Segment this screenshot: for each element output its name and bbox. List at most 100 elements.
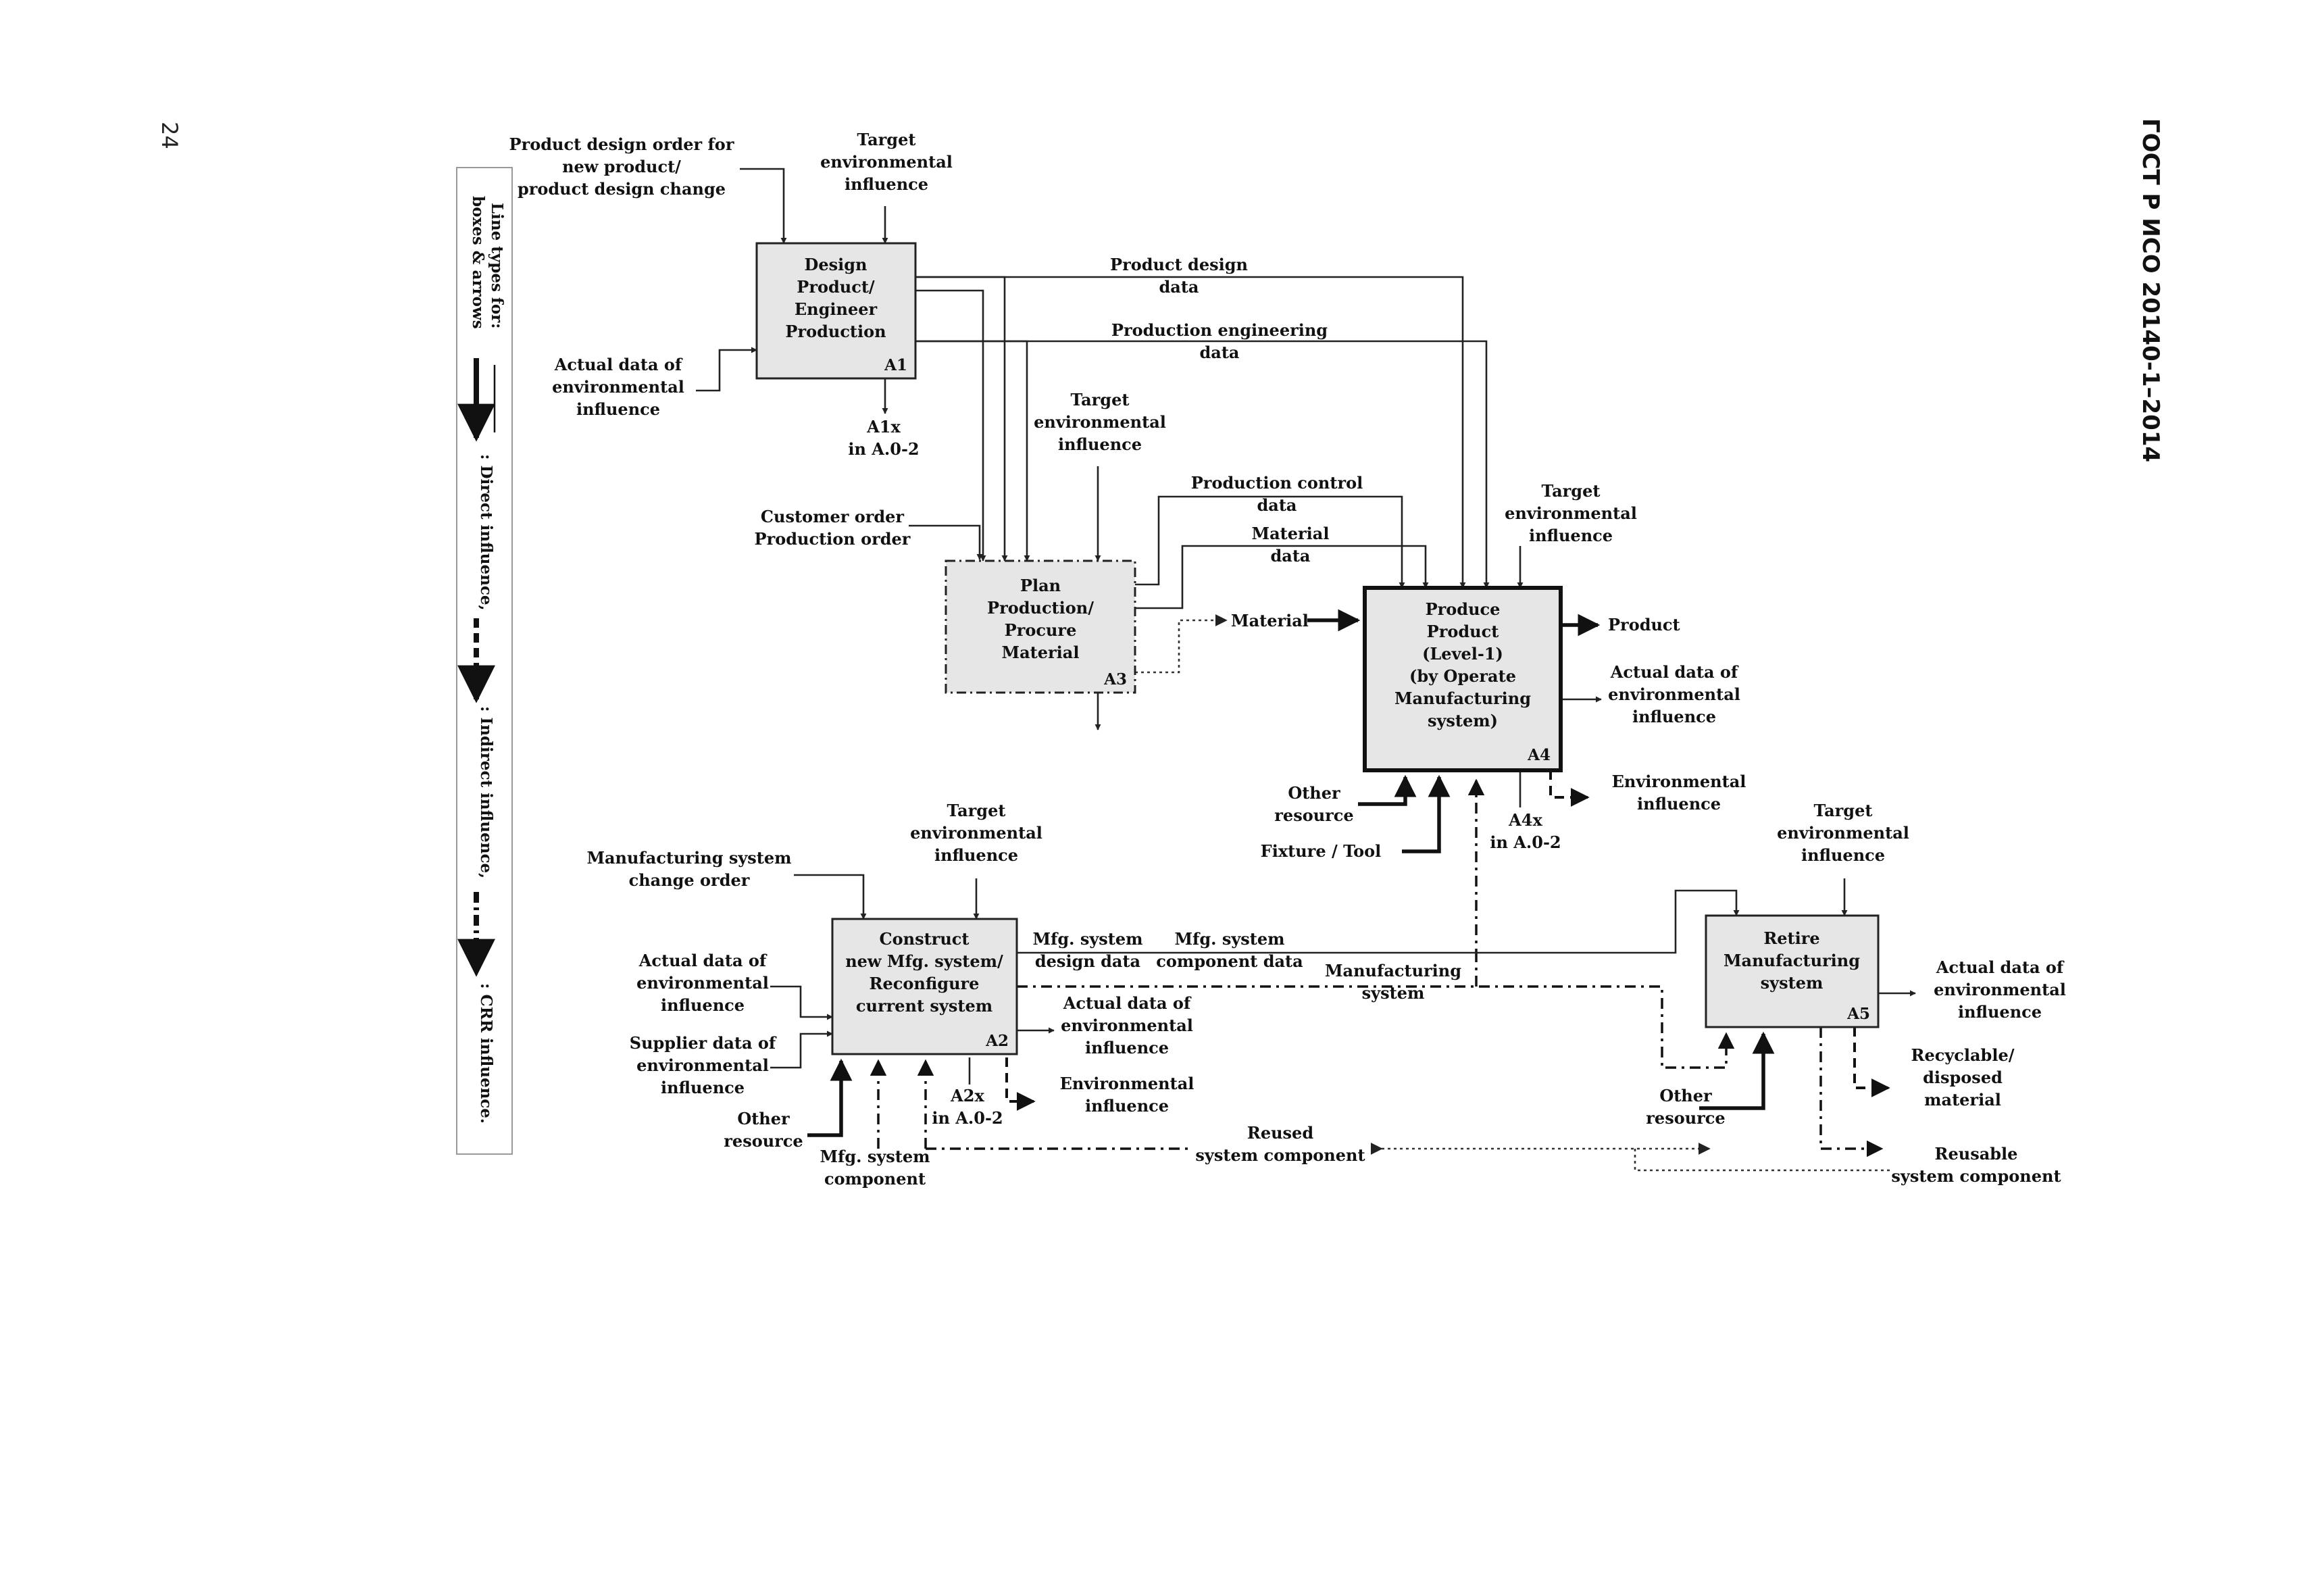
label-actual-a2-out-3: influence [1085, 1038, 1169, 1057]
box-a3-id: A3 [1103, 670, 1127, 689]
arrow-a2-env-influence [1005, 1057, 1036, 1111]
label-target-a1-2: environmental [820, 152, 953, 172]
label-env-a2-2: influence [1085, 1096, 1169, 1116]
legend-colon: : [488, 323, 506, 329]
box-a2: Construct new Mfg. system/ Reconfigure c… [831, 918, 1018, 1055]
box-a2-line4: current system [856, 996, 992, 1016]
box-a1-line4: Production [785, 322, 886, 341]
box-a5-line3: system [1761, 973, 1823, 993]
label-actual-a4-2: environmental [1608, 684, 1740, 704]
box-a4-line6: system) [1428, 711, 1498, 730]
arrow-other-resource-to-a5 [1699, 1031, 1775, 1110]
box-a4-line2: Product [1427, 622, 1499, 641]
box-a1-line2: Product/ [797, 277, 875, 297]
label-other-resource-a5-2: resource [1646, 1108, 1725, 1128]
label-mfg-component-2: component [824, 1169, 926, 1189]
label-mfg-component-1: Mfg. system [820, 1147, 930, 1166]
label-recyclable-1: Recyclable/ [1911, 1045, 2015, 1065]
box-a3-line2: Production/ [987, 598, 1094, 618]
label-target-a1-1: Target [857, 130, 916, 149]
label-supplier-data-1: Supplier data of [630, 1033, 777, 1053]
label-material: Material [1231, 611, 1309, 630]
label-reusable-2: system component [1891, 1166, 2061, 1186]
arrow-other-resource-to-a4 [1358, 774, 1417, 806]
label-design-order-2: new product/ [562, 157, 681, 176]
label-material-data-1: Material [1252, 524, 1330, 543]
label-actual-a2-in-3: influence [661, 995, 745, 1015]
arrow-a4-env-influence [1549, 770, 1590, 807]
arrow-customer-order-to-a3 [909, 524, 983, 560]
labels: Product design order for new product/ pr… [509, 130, 2066, 1189]
label-recyclable-2: disposed [1923, 1068, 2003, 1087]
label-actual-a2-out-2: environmental [1061, 1016, 1193, 1035]
box-a3-line3: Procure [1005, 620, 1077, 640]
legend-crr-text: : CRR influence. [477, 983, 495, 1124]
arrow-mfg-system-to-a5 [1017, 985, 1735, 1069]
box-a5: Retire Manufacturing system A5 [1705, 914, 1880, 1028]
label-other-resource-a5-1: Other [1659, 1086, 1712, 1105]
label-target-a3-1: Target [1071, 390, 1130, 409]
label-target-a2-1: Target [947, 801, 1006, 820]
arrow-mfg-data-to-a5 [1017, 889, 1740, 954]
arrow-change-order-to-a2 [794, 874, 867, 920]
label-prod-eng-data-1: Production engineering [1111, 320, 1328, 340]
box-a2-line1: Construct [880, 929, 970, 949]
label-target-a3-3: influence [1058, 434, 1142, 454]
arrow-actual-data-to-a1 [696, 347, 757, 392]
label-target-a5-1: Target [1814, 801, 1873, 820]
box-a3-line4: Material [1002, 643, 1080, 662]
box-a5-line2: Manufacturing [1724, 951, 1860, 970]
label-prod-control-data-1: Production control [1191, 473, 1363, 493]
label-prod-control-data-2: data [1257, 495, 1297, 515]
label-reusable-1: Reusable [1935, 1144, 2018, 1164]
label-mfg-design-data-2: design data [1035, 951, 1140, 971]
box-a4-line1: Produce [1426, 599, 1501, 619]
label-reused-2: system component [1195, 1145, 1365, 1165]
label-supplier-data-3: influence [661, 1078, 745, 1097]
label-env-a4-1: Environmental [1612, 772, 1746, 791]
label-manufacturing-system-1: Manufacturing [1325, 961, 1461, 980]
label-a1x-1: A1x [866, 417, 901, 437]
page-number: 24 [157, 122, 182, 149]
box-a4-line5: Manufacturing [1394, 689, 1531, 708]
label-product: Product [1608, 615, 1680, 634]
label-supplier-data-2: environmental [636, 1055, 769, 1075]
arrow-supplier-data-to-a2 [770, 1030, 833, 1069]
label-target-a2-2: environmental [910, 823, 1042, 843]
label-env-a2-1: Environmental [1060, 1074, 1194, 1093]
label-customer-order-1: Customer order [761, 507, 905, 526]
label-actual-a2-in-2: environmental [636, 973, 769, 993]
label-actual-a1-1: Actual data of [554, 355, 683, 374]
arrow-material-data [1135, 545, 1429, 609]
label-env-a4-2: influence [1637, 794, 1721, 814]
line-type-legend: Line types for boxes & arrows : : Direct… [456, 167, 513, 1155]
box-a1-frame [755, 242, 917, 380]
arrow-design-order-to-a1 [740, 168, 787, 244]
label-target-a3-2: environmental [1034, 412, 1166, 432]
label-actual-a1-3: influence [576, 399, 660, 419]
box-a2-line2: new Mfg. system/ [845, 951, 1003, 971]
box-a1: Design Product/ Engineer Production A1 [755, 242, 917, 380]
box-a5-id: A5 [1846, 1005, 1870, 1023]
box-a2-id: A2 [985, 1032, 1009, 1050]
arrow-production-engineering-data [915, 340, 1490, 589]
box-a4-id: A4 [1527, 746, 1551, 764]
label-actual-a2-out-1: Actual data of [1063, 993, 1192, 1013]
label-actual-a5-2: environmental [1934, 980, 2066, 999]
box-a1-line3: Engineer [795, 299, 878, 319]
arrow-actual-data-to-a2 [770, 985, 833, 1020]
label-target-a1-3: influence [845, 174, 928, 194]
connectors [696, 168, 1916, 1172]
arrow-a1-to-a3-design-2 [915, 289, 986, 562]
label-actual-a4-1: Actual data of [1610, 662, 1739, 682]
legend-direct-text: : Direct influence, [477, 454, 495, 610]
box-a5-line1: Retire [1763, 928, 1819, 948]
label-target-a5-2: environmental [1777, 823, 1909, 843]
label-target-a4-3: influence [1529, 526, 1613, 545]
label-other-resource-a2-1: Other [737, 1109, 790, 1128]
label-customer-order-2: Production order [755, 529, 911, 549]
box-a4-frame [1363, 586, 1563, 772]
label-target-a4-1: Target [1542, 481, 1601, 501]
box-a1-id: A1 [884, 356, 907, 374]
dotted-a3-to-material [1135, 619, 1223, 674]
